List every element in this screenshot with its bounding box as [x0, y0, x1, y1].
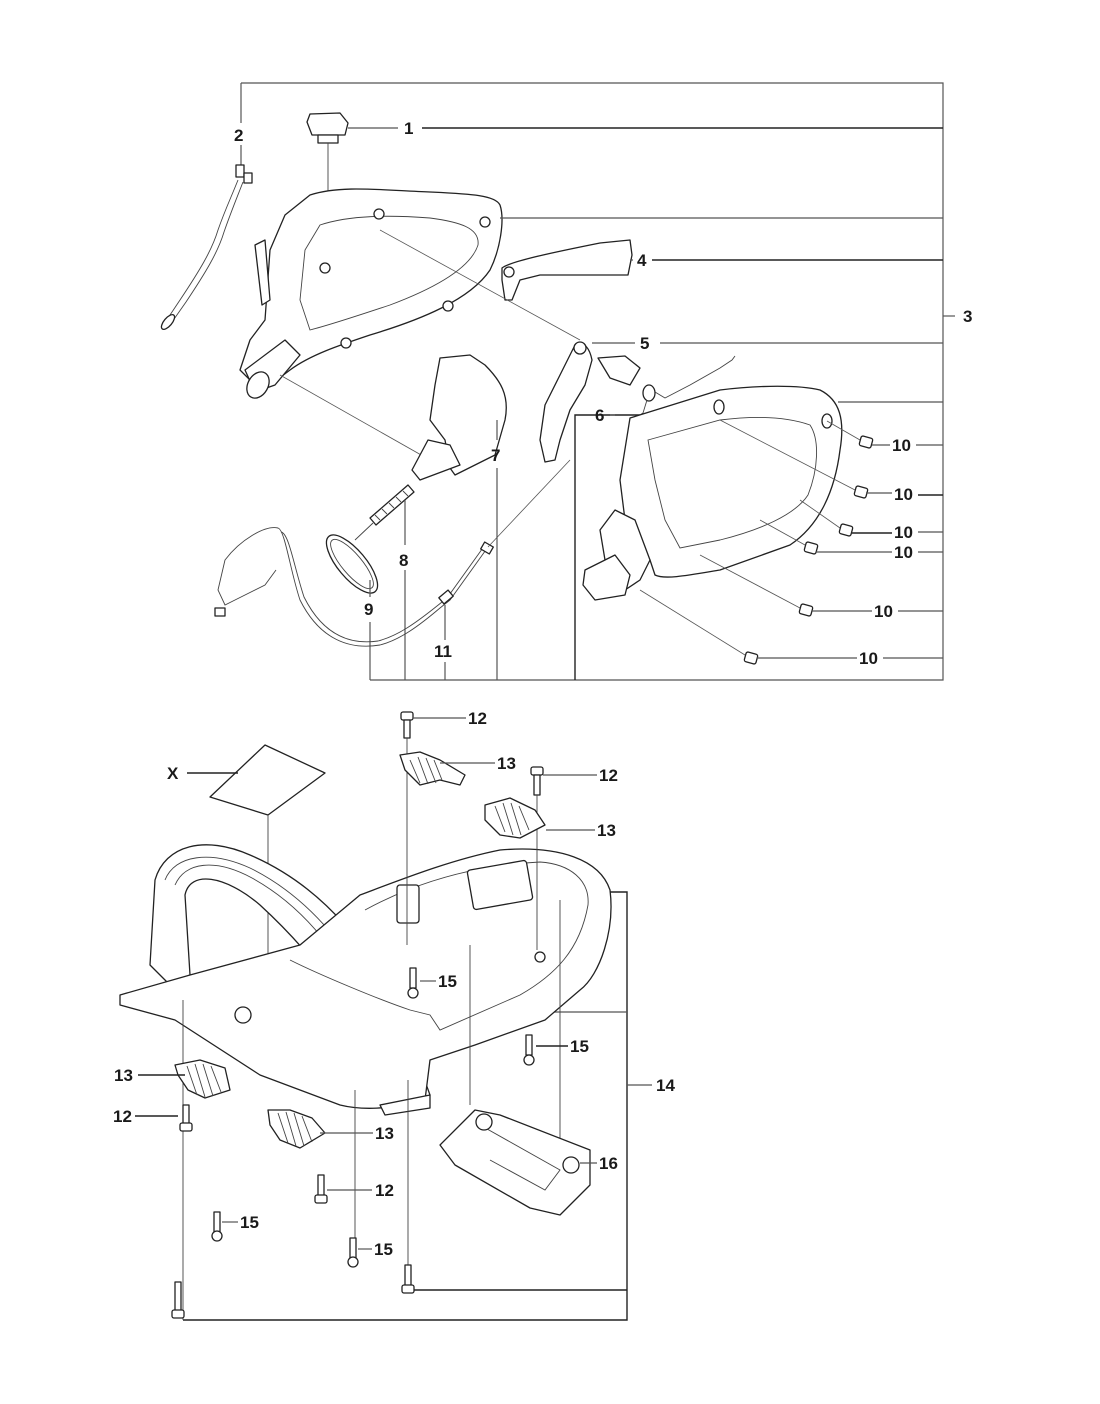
callout-12d: 12 [375, 1181, 394, 1200]
spring-13d [267, 1109, 373, 1149]
part-6-spring-wire [574, 355, 736, 680]
callout-11: 11 [434, 642, 452, 661]
screw-12c [135, 1104, 193, 1132]
callout-10e: 10 [874, 602, 893, 621]
callout-10b: 10 [894, 485, 913, 504]
callout-13c: 13 [114, 1066, 133, 1085]
callout-1: 1 [404, 119, 413, 138]
part-15-screws [211, 967, 568, 1268]
group-3-rear-handle-assembly [160, 82, 955, 681]
callout-15c: 15 [240, 1213, 259, 1232]
screw-10c [799, 499, 943, 537]
callout-15b: 15 [570, 1037, 589, 1056]
group-14-front-handle-assembly [119, 711, 652, 1321]
part-4-throttle-lever [501, 239, 943, 301]
spring-13a [399, 751, 495, 786]
part-5-throttle-trigger [539, 341, 943, 463]
part-2-wire-harness [160, 145, 253, 331]
screw-10d [759, 519, 943, 555]
callout-14: 14 [656, 1076, 675, 1095]
part-1-switch [306, 112, 943, 210]
long-bolts [171, 1264, 415, 1319]
spring-13b [484, 797, 595, 839]
screw-10b [719, 419, 943, 499]
screw-15c [211, 1211, 238, 1242]
callout-10f: 10 [859, 649, 878, 668]
callout-13b: 13 [597, 821, 616, 840]
callout-13d: 13 [375, 1124, 394, 1143]
callout-15a: 15 [438, 972, 457, 991]
screw-10f [639, 589, 943, 665]
callout-8: 8 [399, 551, 408, 570]
screw-15b [523, 1034, 568, 1066]
callout-4: 4 [637, 251, 647, 270]
screw-10a [826, 420, 943, 449]
callout-2: 2 [234, 126, 243, 145]
callout-9: 9 [364, 600, 373, 619]
screw-12d [314, 1174, 372, 1204]
spring-13c [138, 1059, 231, 1099]
group-3-bracket [241, 82, 944, 681]
callout-7: 7 [491, 446, 500, 465]
callout-13a: 13 [497, 754, 516, 773]
callout-16: 16 [599, 1154, 618, 1173]
part-9-o-ring [325, 534, 379, 680]
callout-12a: 12 [468, 709, 487, 728]
screw-15a [407, 967, 436, 999]
part-12-screws [135, 711, 597, 1204]
screw-12a [400, 711, 466, 945]
callout-labels: 2 1 3 4 5 6 7 8 9 10 10 10 10 10 10 11 1… [113, 119, 972, 1259]
callout-10d: 10 [894, 543, 913, 562]
callout-10a: 10 [892, 436, 911, 455]
callout-x: X [167, 764, 179, 783]
part-14-front-handle-base [119, 844, 612, 1116]
callout-15d: 15 [374, 1240, 393, 1259]
part-11-throttle-cable [214, 459, 571, 680]
callout-6: 6 [595, 406, 604, 425]
part-16-bracket [439, 1109, 597, 1216]
callout-5: 5 [640, 334, 649, 353]
part-housing-left-half [239, 188, 943, 399]
callout-10c: 10 [894, 523, 913, 542]
screw-15d [347, 1237, 372, 1268]
callout-3: 3 [963, 307, 972, 326]
part-10-screws [639, 419, 943, 665]
screw-10e [699, 554, 943, 617]
part-8-spring [354, 484, 415, 680]
part-13-anti-vibration-springs [138, 751, 595, 1149]
callout-12b: 12 [599, 766, 618, 785]
callout-12c: 12 [113, 1107, 132, 1126]
part-7-cover [411, 354, 507, 680]
